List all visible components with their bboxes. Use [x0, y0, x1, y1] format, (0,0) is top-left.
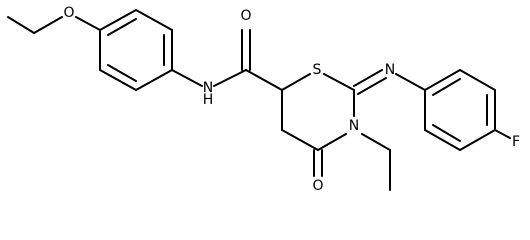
amide-linkage: [171, 29, 283, 91]
right-ring-inner-double-1: [432, 78, 461, 96]
ethoxy-group: [7, 16, 101, 34]
ethyl-ch2-o-bond: [33, 16, 63, 34]
left-ring-bond-2: [135, 9, 173, 31]
aryl-n-bond: [171, 69, 203, 87]
carbonyl-ring-bond: [245, 69, 283, 91]
imine-double-bond-b: [357, 77, 387, 95]
ring-n3-c4-bond: [317, 133, 347, 151]
imine-and-ethyl: [353, 69, 426, 191]
o-aryl-bond: [75, 16, 101, 31]
molecule-structure-diagram: O N H S N N O O F: [7, 5, 520, 194]
ethyl-ch3-bond: [7, 16, 35, 34]
aryl-f-bond: [494, 129, 511, 139]
atom-fluorine: F: [512, 134, 520, 150]
left-phenyl-ring: [99, 9, 173, 91]
atom-amide-carbonyl-oxygen: O: [240, 8, 251, 24]
ring-c6-s-bond: [281, 73, 311, 91]
right-ring-bond-5: [424, 129, 461, 151]
left-ring-inner-double-3: [107, 64, 137, 82]
right-ring-bond-1: [424, 69, 461, 91]
atom-ethoxy-oxygen: O: [63, 5, 74, 21]
n-carbonyl-bond: [213, 69, 247, 87]
right-fluorophenyl-ring: [424, 69, 511, 151]
imine-n-aryl-bond: [395, 73, 426, 91]
imine-double-bond-a: [353, 69, 383, 87]
atom-carbonyl-oxygen: O: [312, 178, 323, 194]
n-ethyl-ch2-bond: [361, 133, 391, 151]
left-ring-bond-4: [135, 69, 173, 91]
left-ring-bond-1: [99, 9, 137, 31]
atom-ring-sulfur: S: [313, 62, 322, 78]
atom-labels: O N H S N N O O F: [63, 5, 520, 194]
right-ring-bond-4: [459, 129, 496, 151]
right-ring-bond-2: [459, 69, 496, 91]
atom-amide-nitrogen: N: [203, 80, 213, 96]
thiazinane-ring: [281, 73, 355, 177]
right-ring-inner-double-3: [432, 124, 461, 142]
ring-c4-c5-bond: [281, 129, 319, 151]
left-ring-bond-5: [99, 69, 137, 91]
atom-amide-hydrogen: H: [203, 92, 214, 108]
ring-s-c2-bond: [323, 73, 355, 91]
left-ring-inner-double-1: [107, 18, 137, 36]
atom-ring-nitrogen: N: [349, 118, 359, 134]
atom-imine-nitrogen: N: [385, 62, 395, 78]
